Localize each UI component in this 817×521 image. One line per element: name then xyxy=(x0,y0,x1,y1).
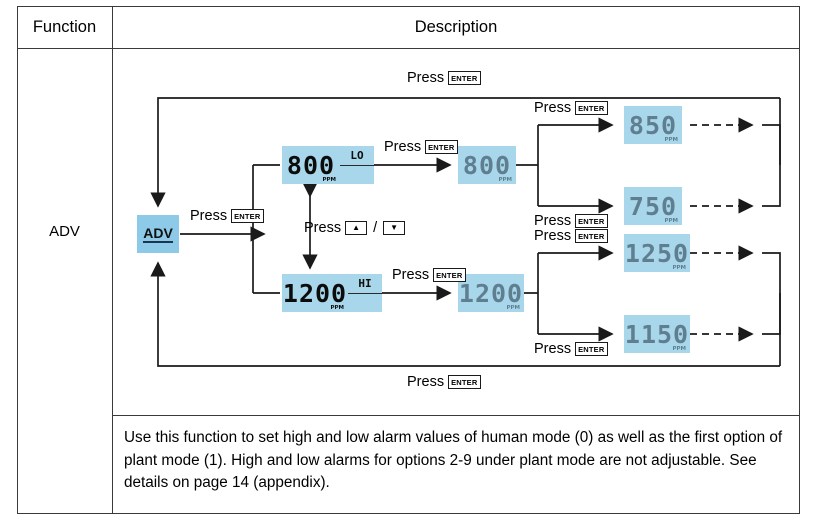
press-label-hi-enter: Press ENTER xyxy=(392,267,466,283)
enter-key-icon[interactable]: ENTER xyxy=(425,140,458,154)
enter-key-icon[interactable]: ENTER xyxy=(575,229,608,243)
press-word: Press xyxy=(392,267,430,283)
lcd-lo-decrement-value: 750 xyxy=(628,191,678,221)
table-column-divider xyxy=(112,6,113,514)
press-word: Press xyxy=(384,139,422,155)
down-arrow-key-icon[interactable]: ▼ xyxy=(383,221,406,235)
press-word: Press xyxy=(534,341,572,357)
lcd-lo-edit-value: 800 xyxy=(462,150,512,180)
lcd-lo-increment-unit: PPM xyxy=(664,137,678,143)
lcd-hi-edit-value: 1200 xyxy=(458,278,524,308)
lcd-lo-edit: 800 PPM xyxy=(458,146,516,184)
press-word: Press xyxy=(407,374,445,390)
press-label-increment-lo: Press ENTER xyxy=(534,100,608,116)
lcd-hi-increment-unit: PPM xyxy=(672,265,686,271)
enter-key-icon[interactable]: ENTER xyxy=(575,101,608,115)
lcd-hi-decrement-value: 1150 xyxy=(624,319,690,349)
lcd-hi-setting-value: 1200 xyxy=(282,278,348,308)
lcd-hi-edit-unit: PPM xyxy=(506,305,520,311)
lcd-hi-mode-panel: HI xyxy=(348,274,382,312)
lcd-lo-mode-panel: LO xyxy=(340,146,374,184)
lcd-lo-mode-divider xyxy=(340,165,374,166)
enter-key-icon[interactable]: ENTER xyxy=(448,375,481,389)
lcd-hi-setting: 1200 PPM xyxy=(282,274,348,312)
lcd-hi-increment-value: 1250 xyxy=(624,238,690,268)
lcd-hi-edit: 1200 PPM xyxy=(458,274,524,312)
press-label-decrement-lo: Press ENTER xyxy=(534,213,608,229)
press-word: Press xyxy=(190,208,228,224)
column-header-function: Function xyxy=(32,17,97,36)
key-separator: / xyxy=(373,220,378,236)
press-label-up-down: Press ▲ / ▼ xyxy=(304,220,406,236)
column-header-description: Description xyxy=(414,17,498,36)
lcd-lo-decrement-unit: PPM xyxy=(664,218,678,224)
enter-key-icon[interactable]: ENTER xyxy=(231,209,264,223)
node-adv-start[interactable]: ADV xyxy=(137,215,179,253)
lcd-hi-decrement-unit: PPM xyxy=(672,346,686,352)
function-table xyxy=(17,6,800,514)
press-label-adv-enter: Press ENTER xyxy=(190,208,264,224)
lcd-hi-decrement: 1150 PPM xyxy=(624,315,690,353)
table-header-divider xyxy=(17,48,800,49)
lcd-lo-setting-unit: PPM xyxy=(322,177,336,183)
press-word: Press xyxy=(407,70,445,86)
adv-flow-diagram: ADV 800 PPM LO 1200 PPM HI 800 PPM 1200 … xyxy=(112,48,800,415)
lcd-lo-mode-label: LO xyxy=(350,149,364,162)
lcd-lo-edit-unit: PPM xyxy=(498,177,512,183)
lcd-hi-mode-divider xyxy=(348,293,382,294)
press-label-top-loop: Press ENTER xyxy=(407,70,481,86)
enter-key-icon[interactable]: ENTER xyxy=(448,71,481,85)
lcd-lo-setting-value: 800 xyxy=(286,150,336,180)
lcd-lo-increment-value: 850 xyxy=(628,110,678,140)
press-label-increment-hi: Press ENTER xyxy=(534,228,608,244)
press-label-lo-enter: Press ENTER xyxy=(384,139,458,155)
lcd-hi-increment: 1250 PPM xyxy=(624,234,690,272)
node-adv-label: ADV xyxy=(143,224,173,243)
press-word: Press xyxy=(304,220,342,236)
press-label-bottom-loop: Press ENTER xyxy=(407,374,481,390)
function-name-cell: ADV xyxy=(49,223,80,240)
press-word: Press xyxy=(534,228,572,244)
enter-key-icon[interactable]: ENTER xyxy=(575,342,608,356)
press-word: Press xyxy=(534,100,572,116)
table-description-divider xyxy=(112,415,800,416)
press-label-decrement-hi: Press ENTER xyxy=(534,341,608,357)
lcd-lo-increment: 850 PPM xyxy=(624,106,682,144)
description-text: Use this function to set high and low al… xyxy=(124,429,783,491)
press-word: Press xyxy=(534,213,572,229)
up-arrow-key-icon[interactable]: ▲ xyxy=(345,221,368,235)
enter-key-icon[interactable]: ENTER xyxy=(433,268,466,282)
lcd-lo-setting: 800 PPM xyxy=(282,146,340,184)
enter-key-icon[interactable]: ENTER xyxy=(575,214,608,228)
lcd-lo-decrement: 750 PPM xyxy=(624,187,682,225)
lcd-hi-mode-label: HI xyxy=(358,277,372,290)
flow-connector-lines xyxy=(150,97,781,367)
lcd-hi-setting-unit: PPM xyxy=(330,305,344,311)
